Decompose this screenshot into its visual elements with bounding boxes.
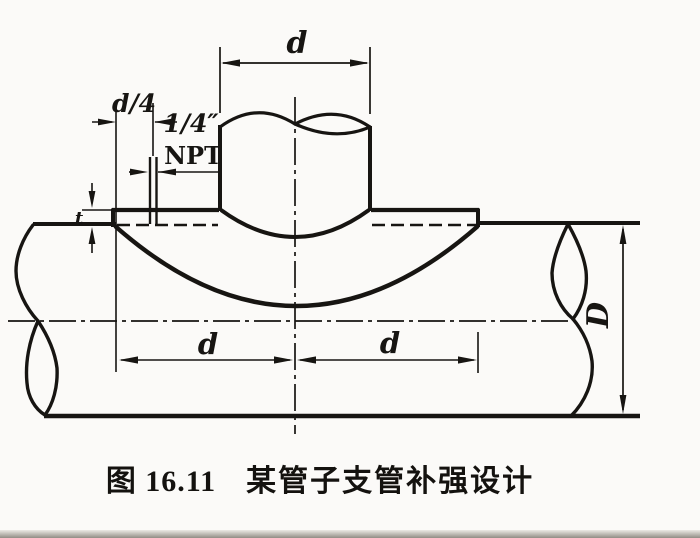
break-right-lower-curve (569, 317, 594, 418)
arrowhead-up-icon (619, 225, 627, 244)
branch-to-pipe-intersection-curve (219, 208, 371, 239)
figure-title: 某管子支管补强设计 (246, 465, 535, 498)
arrowhead-right-icon (130, 168, 148, 176)
branch-wave-left-hump (218, 111, 297, 129)
centerlines (8, 97, 572, 434)
dimension-hole-offset: d/4 (92, 89, 177, 372)
break-left-lens-left-arc (24, 319, 47, 417)
arrowhead-down-icon (619, 395, 627, 414)
dimension-main-pipe-diameter: D (581, 225, 627, 414)
pad-saddle-outline (113, 224, 480, 309)
scan-page-edge (0, 530, 700, 538)
arrowhead-left-icon (154, 118, 172, 126)
npt-telltale-hole (148, 157, 158, 224)
break-right-lens-right-arc (566, 222, 589, 321)
figure-caption: 图 16.11 某管子支管补强设计 (40, 456, 600, 500)
branch-wave-lens-upper (293, 112, 372, 129)
break-line-right (550, 222, 594, 418)
arrowhead-left-icon (221, 59, 240, 67)
dimension-branch-diameter: d (219, 26, 371, 114)
arrowhead-right-icon (350, 59, 369, 67)
label-half-span-left: d (198, 327, 218, 361)
arrowhead-down-icon (88, 191, 96, 208)
arrowhead-left-icon (158, 168, 176, 176)
label-main-pipe-diameter: D (581, 302, 616, 329)
arrowhead-left-icon (297, 356, 316, 364)
branch-pipe (218, 111, 372, 239)
break-line-left (14, 223, 59, 417)
dimension-npt-hole: 1/4″ NPT (129, 109, 222, 176)
figure-number: 图 16.11 (105, 465, 217, 498)
label-pad-thickness: t (75, 208, 84, 229)
dimension-pad-half-spans: d d (119, 326, 479, 373)
arrowhead-right-icon (98, 118, 116, 126)
label-hole-offset: d/4 (112, 89, 156, 118)
arrowhead-left-icon (119, 356, 138, 364)
break-right-lens-left-arc (550, 222, 575, 321)
dimension-pad-thickness: t (75, 183, 112, 253)
break-left-lens-right-arc (36, 319, 59, 417)
arrowhead-right-icon (458, 356, 477, 364)
branch-wave-lens-lower (293, 122, 372, 136)
break-left-upper-curve (14, 223, 40, 323)
label-branch-diameter: d (287, 26, 308, 61)
label-npt-thread: NPT (164, 141, 222, 170)
label-half-span-right: d (380, 326, 400, 360)
branch-break-wave (218, 111, 372, 136)
arrowhead-up-icon (88, 227, 96, 244)
arrowhead-right-icon (274, 356, 293, 364)
label-npt-size: 1/4″ (163, 109, 219, 138)
main-pipe (33, 221, 640, 419)
reinforcement-pad (111, 207, 480, 309)
